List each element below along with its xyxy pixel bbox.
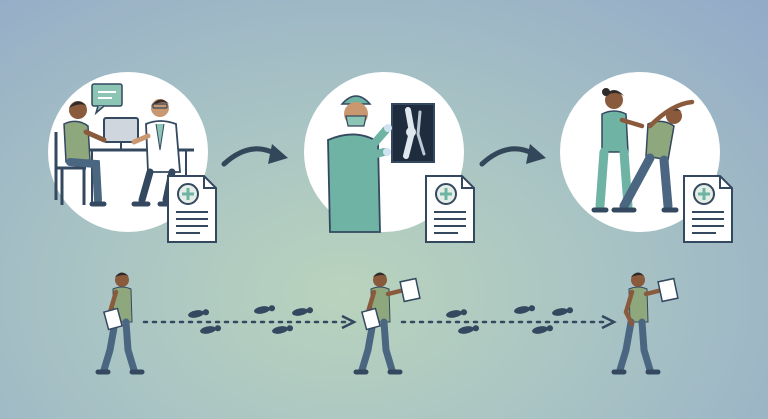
footprints-icon <box>445 304 574 335</box>
surgeon <box>327 95 392 233</box>
footprints-icon <box>187 304 314 335</box>
consultation-scene <box>48 72 218 244</box>
walking-patient <box>356 273 421 373</box>
patient-seated <box>54 101 107 207</box>
medical-document-icon <box>682 174 734 244</box>
walking-patient <box>614 273 679 373</box>
path-arrow-icon <box>601 314 617 330</box>
curved-arrow-head <box>526 144 546 164</box>
xray-image-icon <box>391 103 435 163</box>
medical-document-icon <box>424 174 476 244</box>
curved-arrow-head <box>268 144 288 164</box>
path-arrow-icon <box>341 314 357 330</box>
curved-arrow-icon <box>221 146 279 167</box>
patient-stretching <box>611 99 695 213</box>
surgery-scene <box>304 72 476 244</box>
curved-arrow-icon <box>479 146 537 167</box>
medical-document-icon <box>102 307 124 331</box>
chat-bubble-icon <box>91 83 123 116</box>
journey-path <box>98 273 679 373</box>
walking-patient <box>98 273 142 373</box>
medical-document-icon <box>360 307 382 331</box>
rehabilitation-scene <box>560 72 734 244</box>
medical-document-icon <box>657 277 679 303</box>
medical-document-icon <box>399 277 421 303</box>
medical-document-icon <box>166 174 218 244</box>
